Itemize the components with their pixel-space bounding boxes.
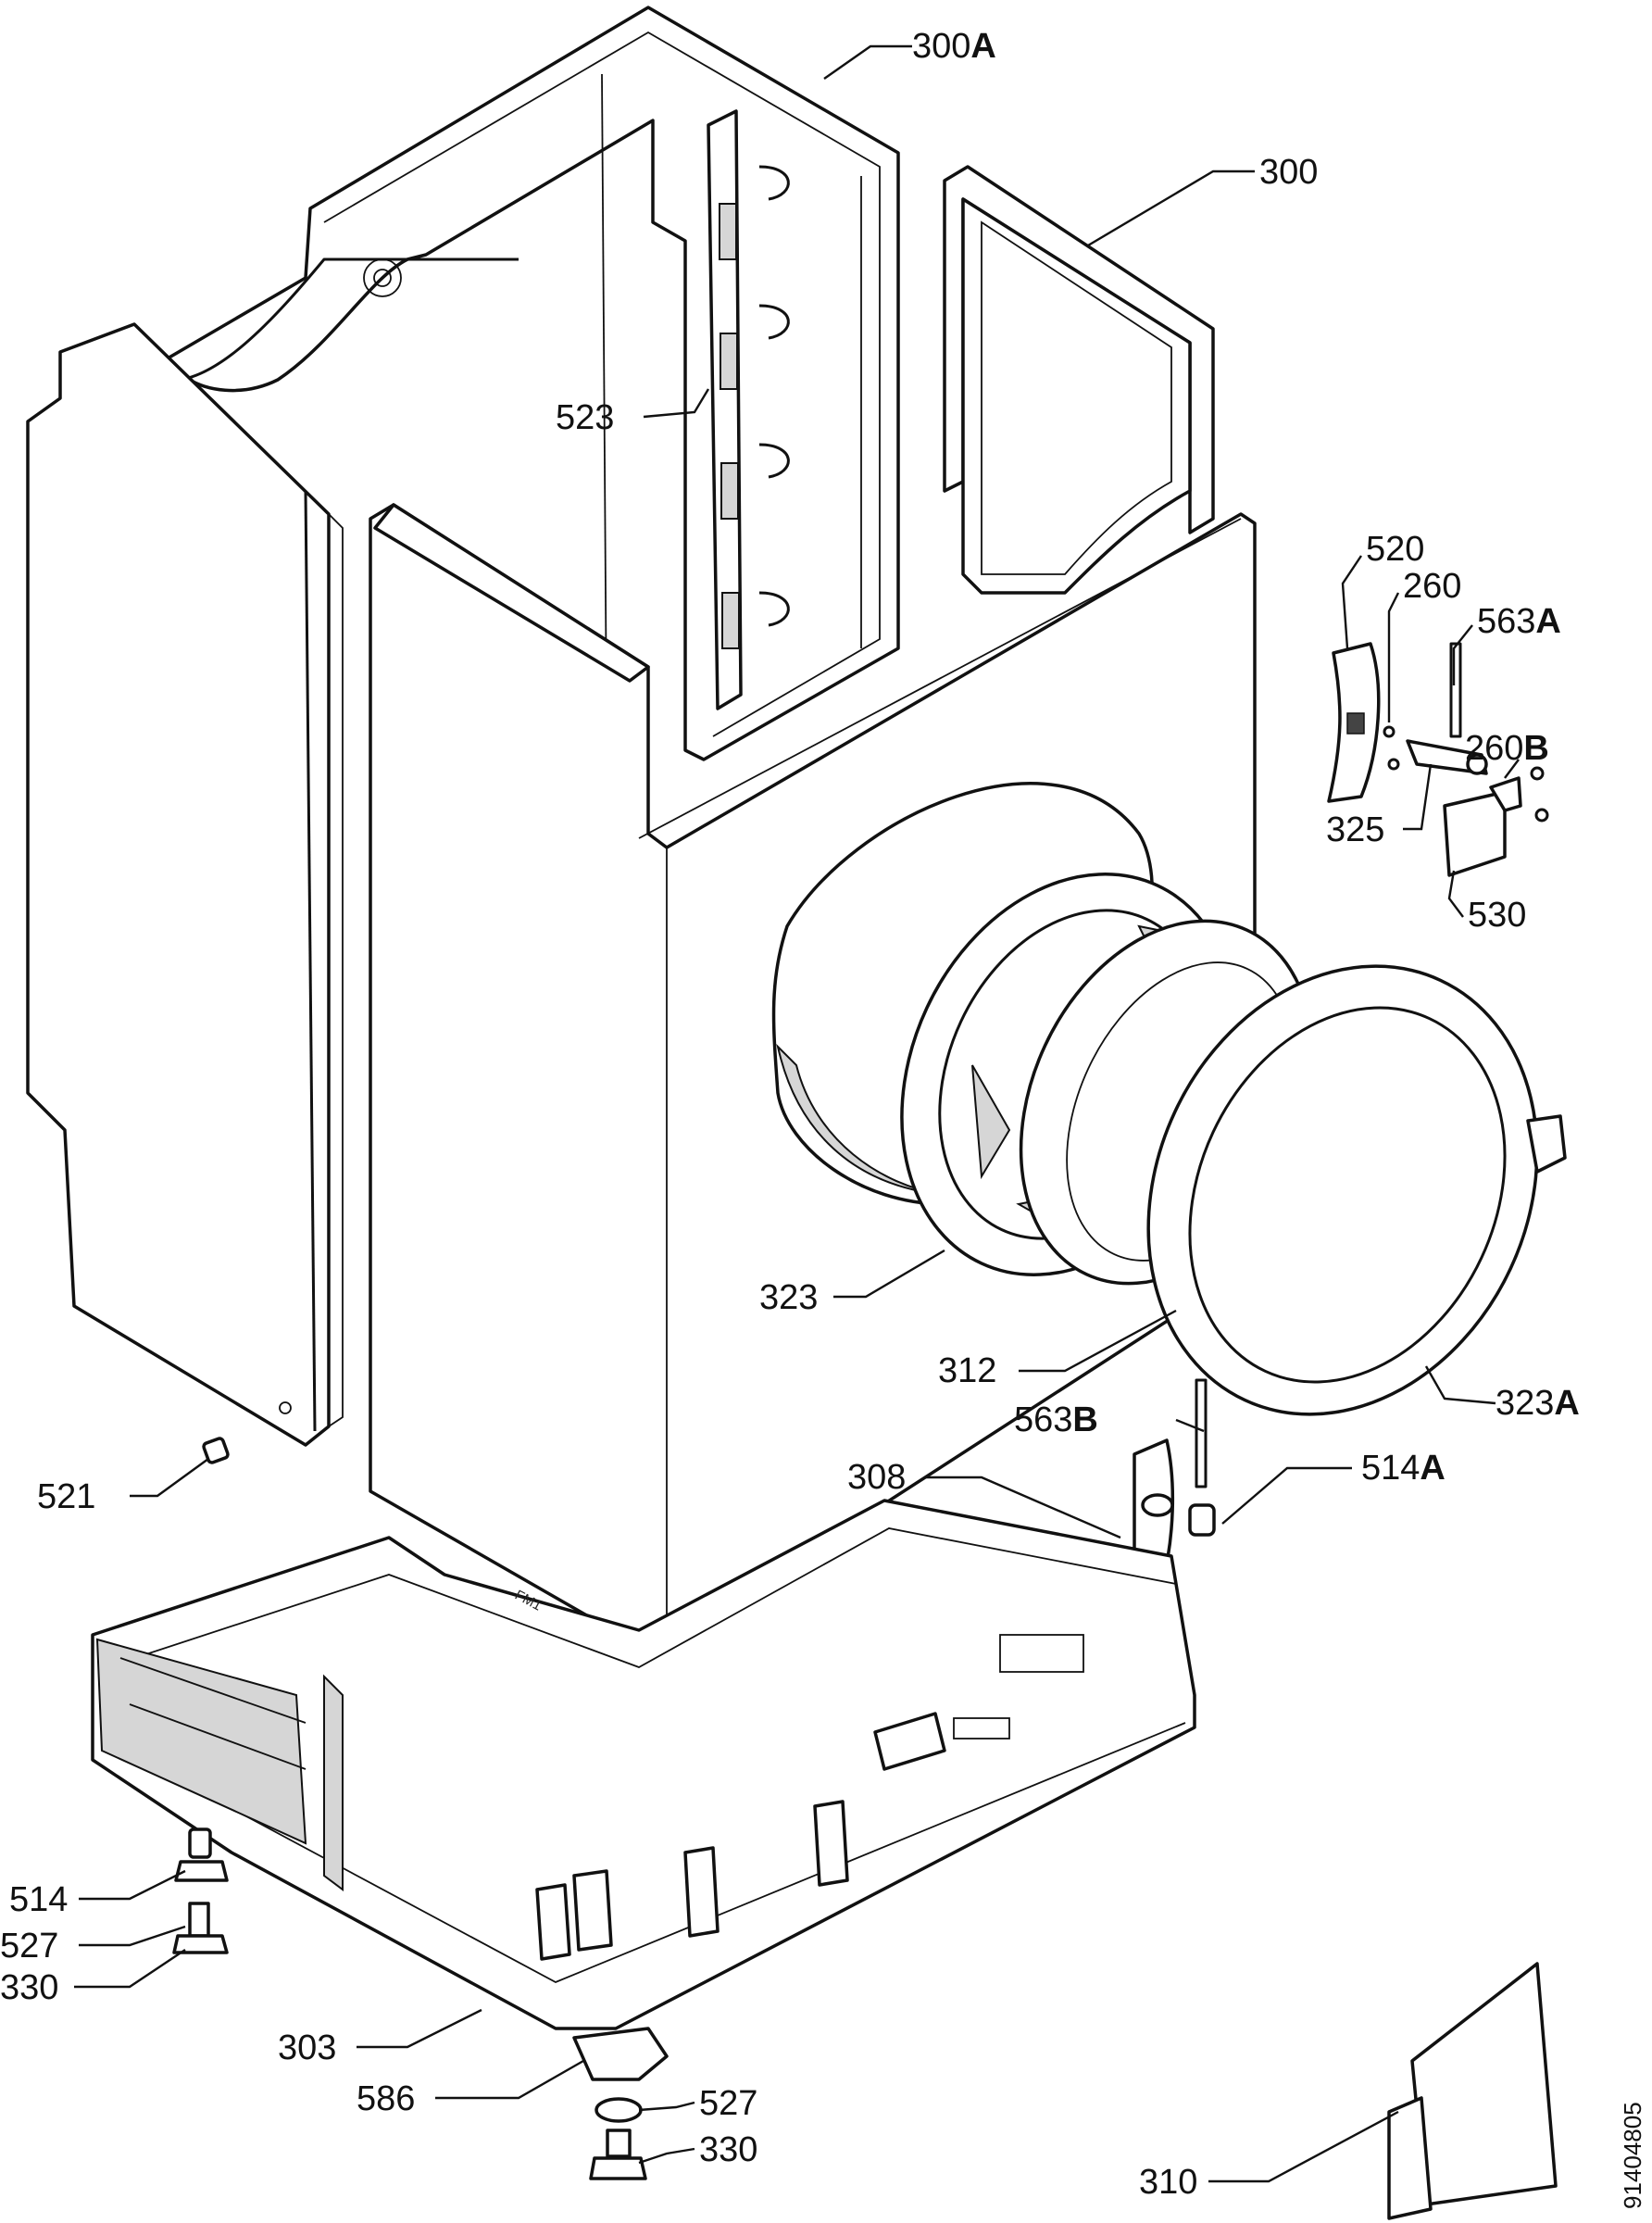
hinge-pin-top-part bbox=[1449, 642, 1462, 738]
callout-312: 312 bbox=[938, 1351, 996, 1390]
callout-323: 323 bbox=[759, 1278, 818, 1317]
lower-hinge-part bbox=[1133, 1378, 1216, 1586]
callout-330b: 330 bbox=[699, 2130, 757, 2169]
callout-514a: 514A bbox=[1361, 1449, 1446, 1488]
callout-527b: 527 bbox=[699, 2084, 757, 2123]
cover-plate-part bbox=[1387, 1962, 1558, 2220]
small-parts-260 bbox=[1383, 725, 1549, 823]
callout-260b: 260B bbox=[1465, 729, 1549, 768]
door-part bbox=[1146, 964, 1567, 1416]
callout-325: 325 bbox=[1326, 810, 1384, 849]
callout-563b: 563B bbox=[1014, 1400, 1098, 1439]
left-side-panel-part bbox=[26, 322, 344, 1447]
callout-514: 514 bbox=[9, 1880, 68, 1919]
callout-530: 530 bbox=[1468, 896, 1526, 935]
callout-260: 260 bbox=[1403, 567, 1461, 606]
lever-part bbox=[1406, 739, 1488, 775]
callout-521: 521 bbox=[37, 1477, 95, 1516]
callout-300a: 300A bbox=[912, 27, 996, 66]
callout-323a: 323A bbox=[1496, 1384, 1580, 1423]
callout-563a: 563A bbox=[1477, 602, 1561, 641]
vent-strip-part bbox=[707, 109, 790, 710]
callout-520: 520 bbox=[1366, 530, 1424, 569]
callout-300: 300 bbox=[1259, 153, 1318, 192]
door-lock-part bbox=[1327, 642, 1381, 803]
foot-left bbox=[172, 1827, 229, 1954]
hinge-bracket-part bbox=[1443, 776, 1522, 877]
callout-310: 310 bbox=[1139, 2163, 1197, 2202]
callout-303: 303 bbox=[278, 2028, 336, 2067]
leader-lines bbox=[74, 44, 1520, 2183]
callout-308: 308 bbox=[847, 1458, 906, 1497]
callout-527: 527 bbox=[0, 1927, 58, 1966]
document-id: 91404805 bbox=[1619, 2102, 1646, 2209]
base-frame-part bbox=[91, 1499, 1196, 2030]
right-side-panel-part bbox=[943, 165, 1215, 595]
callout-330: 330 bbox=[0, 1968, 58, 2007]
callout-586: 586 bbox=[357, 2079, 415, 2118]
callout-labels: 300A 300 523 520 260 563A 260B 325 530 3… bbox=[0, 27, 1580, 2202]
screw-521 bbox=[202, 1437, 230, 1464]
foot-front bbox=[572, 2027, 669, 2180]
callout-523: 523 bbox=[556, 398, 614, 437]
